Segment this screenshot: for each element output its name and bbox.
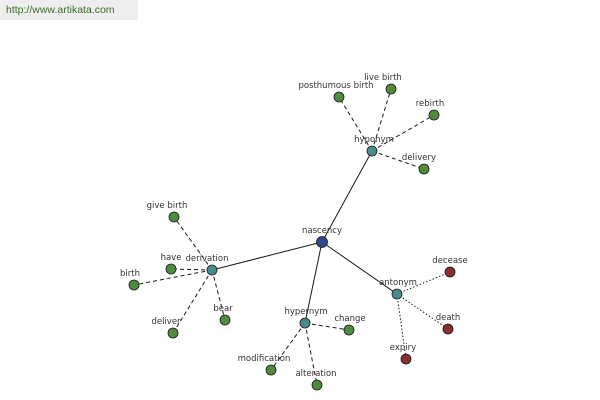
edge-derivation-deliver — [172, 269, 213, 334]
graph-edges — [133, 88, 451, 386]
edge-nascency-hyponym — [321, 150, 373, 243]
node-modification[interactable] — [265, 364, 277, 376]
label-decease: decease — [432, 256, 467, 266]
label-have: have — [161, 253, 182, 263]
label-death: death — [436, 313, 461, 323]
edge-antonym-expiry — [396, 293, 407, 360]
label-derivation: derivation — [185, 254, 228, 264]
node-nascency[interactable] — [316, 236, 328, 248]
node-change[interactable] — [343, 324, 355, 336]
graph-labels: nascency hyponym derivation hypernym antonym… — [120, 73, 468, 379]
label-posthumous-birth: posthumous birth — [298, 81, 373, 91]
node-bear[interactable] — [219, 314, 231, 326]
label-birth: birth — [120, 269, 140, 279]
node-expiry[interactable] — [400, 353, 412, 365]
edge-hyponym-posthumous-birth — [338, 96, 373, 152]
label-rebirth: rebirth — [416, 99, 445, 109]
edge-hyponym-live-birth — [371, 88, 392, 152]
edge-nascency-derivation — [211, 241, 323, 271]
edge-antonym-decease — [396, 271, 451, 295]
label-delivery: delivery — [402, 153, 436, 163]
label-nascency: nascency — [302, 226, 342, 236]
node-hypernym[interactable] — [299, 317, 311, 329]
graph-nodes — [128, 83, 456, 391]
label-deliver: deliver — [151, 317, 181, 327]
label-live-birth: live birth — [364, 73, 402, 83]
label-change: change — [334, 314, 365, 324]
label-expiry: expiry — [390, 343, 416, 353]
label-hypernym: hypernym — [284, 307, 327, 317]
node-decease[interactable] — [444, 266, 456, 278]
node-birth[interactable] — [128, 279, 140, 291]
edge-hypernym-change — [304, 322, 350, 331]
edge-derivation-bear — [211, 269, 226, 321]
node-live-birth[interactable] — [385, 83, 397, 95]
edge-antonym-death — [396, 293, 449, 330]
node-derivation[interactable] — [206, 264, 218, 276]
node-posthumous-birth[interactable] — [333, 91, 345, 103]
edge-hyponym-delivery — [371, 150, 425, 170]
label-bear: bear — [213, 304, 233, 314]
source-link[interactable]: http://www.artikata.com — [6, 4, 115, 16]
node-delivery[interactable] — [418, 163, 430, 175]
edge-nascency-antonym — [321, 241, 398, 295]
edge-nascency-hypernym — [304, 241, 323, 324]
edge-derivation-birth — [133, 269, 213, 286]
source-link-bar: http://www.artikata.com — [0, 0, 138, 20]
node-alteration[interactable] — [311, 379, 323, 391]
edge-hyponym-rebirth — [371, 114, 435, 152]
edge-derivation-give-birth — [173, 216, 213, 271]
node-antonym[interactable] — [391, 288, 403, 300]
edge-derivation-have — [170, 268, 213, 271]
label-antonym: antonym — [379, 278, 417, 288]
label-hyponym: hyponym — [354, 135, 394, 145]
node-have[interactable] — [165, 263, 177, 275]
node-death[interactable] — [442, 323, 454, 335]
node-rebirth[interactable] — [428, 109, 440, 121]
node-deliver[interactable] — [167, 327, 179, 339]
node-give-birth[interactable] — [168, 211, 180, 223]
node-hyponym[interactable] — [366, 145, 378, 157]
label-alteration: alteration — [295, 369, 336, 379]
edge-hypernym-alteration — [304, 322, 318, 386]
edge-hypernym-modification — [270, 322, 306, 371]
label-give-birth: give birth — [147, 201, 188, 211]
label-modification: modification — [238, 354, 291, 364]
